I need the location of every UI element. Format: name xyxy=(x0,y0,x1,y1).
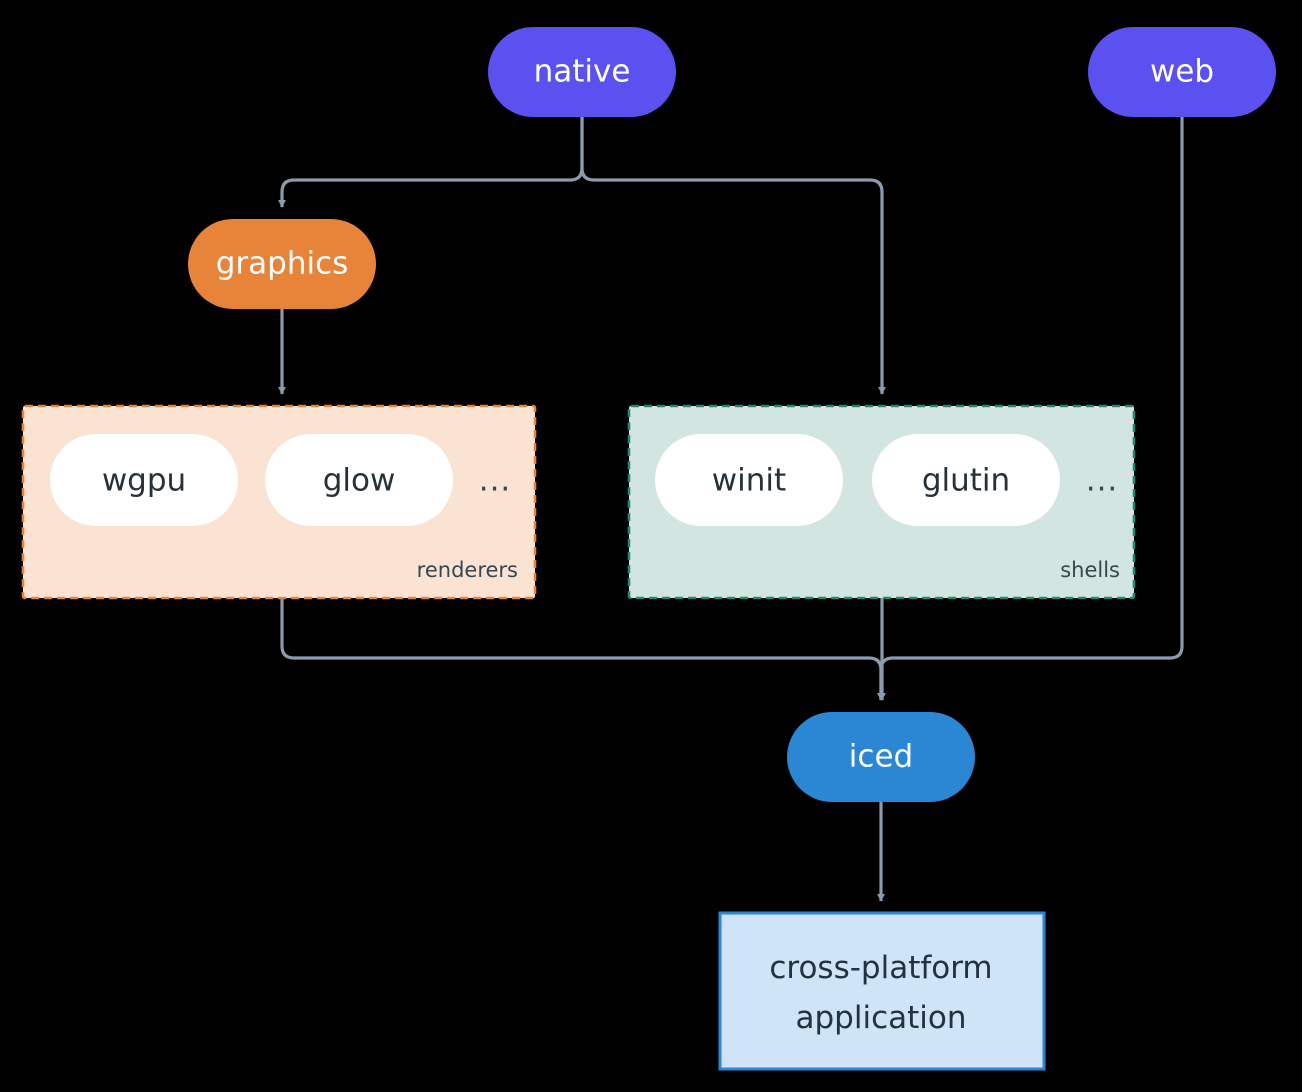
node-app-shape xyxy=(718,911,1046,1071)
edge-renderers-to-iced xyxy=(280,598,885,701)
node-cross-platform-application[interactable]: cross-platform application xyxy=(718,911,1046,1071)
node-glutin[interactable]: glutin xyxy=(872,434,1060,526)
node-app-label-line2: application xyxy=(796,1000,967,1036)
edge-web-to-iced xyxy=(877,117,1184,701)
node-wgpu-shape xyxy=(50,434,238,526)
node-native-shape xyxy=(488,27,676,117)
cluster-shells-label: shells xyxy=(1060,558,1120,582)
cluster-renderers: wgpu glow ... renderers xyxy=(21,404,537,600)
node-wgpu-label: wgpu xyxy=(102,463,186,499)
node-native[interactable]: native xyxy=(488,27,676,117)
node-glow-label: glow xyxy=(323,463,396,499)
node-glutin-label: glutin xyxy=(922,463,1010,499)
node-glow[interactable]: glow xyxy=(265,434,453,526)
node-wgpu[interactable]: wgpu xyxy=(50,434,238,526)
node-graphics[interactable]: graphics xyxy=(188,219,376,309)
node-iced-shape xyxy=(787,712,975,802)
node-glutin-shape xyxy=(872,434,1060,526)
node-glow-shape xyxy=(265,434,453,526)
edge-layer xyxy=(278,117,1184,902)
node-graphics-label: graphics xyxy=(216,246,349,282)
cluster-shells: winit glutin ... shells xyxy=(627,404,1136,600)
node-iced-label: iced xyxy=(849,739,913,775)
node-web[interactable]: web xyxy=(1088,27,1276,117)
node-graphics-shape xyxy=(188,219,376,309)
node-web-label: web xyxy=(1150,54,1214,90)
cluster-renderers-label: renderers xyxy=(417,558,518,582)
edge-native-to-graphics xyxy=(278,117,584,208)
node-winit[interactable]: winit xyxy=(655,434,843,526)
node-app-label-line1: cross-platform xyxy=(769,950,992,986)
shells-ellipsis-label: ... xyxy=(1086,463,1119,499)
node-web-shape xyxy=(1088,27,1276,117)
node-winit-shape xyxy=(655,434,843,526)
node-native-label: native xyxy=(534,54,631,90)
edge-native-to-shells xyxy=(580,117,886,395)
renderers-ellipsis-label: ... xyxy=(479,463,512,499)
node-iced[interactable]: iced xyxy=(787,712,975,802)
node-winit-label: winit xyxy=(712,463,786,499)
